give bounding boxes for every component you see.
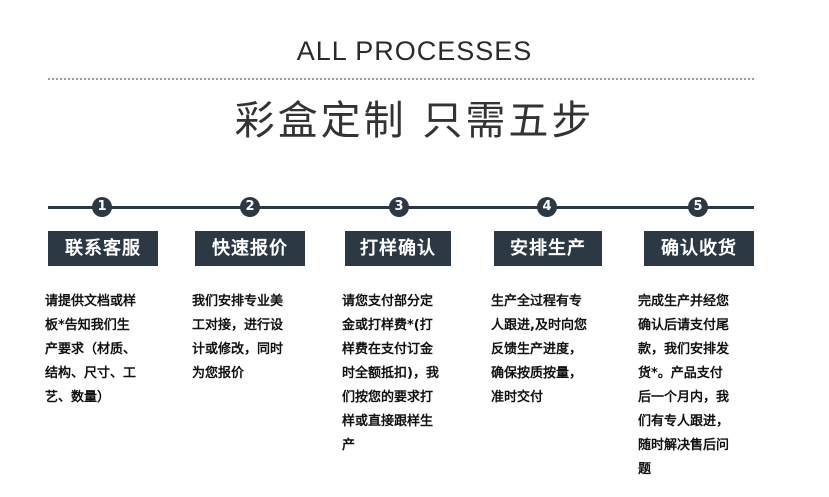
step-4-number-badge: 4 xyxy=(537,197,557,217)
step-3-number-badge: 3 xyxy=(389,197,409,217)
step-5-number-badge: 5 xyxy=(688,197,708,217)
step-3-description: 请您支付部分定 金或打样费*(打 样费在支付订金 时全额抵扣)，我 们按您的要求… xyxy=(342,294,439,453)
step-1-description: 请提供文档或样 板*告知我们生 产要求（材质、 结构、尺寸、工 艺、数量） xyxy=(45,294,137,405)
step-1-label: 联系客服 xyxy=(48,231,158,266)
step-5-label: 确认收货 xyxy=(644,231,754,266)
english-title: ALL PROCESSES xyxy=(296,36,533,66)
step-2-number-badge: 2 xyxy=(240,197,260,217)
step-3-label: 打样确认 xyxy=(345,231,451,266)
step-5-description: 完成生产并经您 确认后请支付尾 款，我们安排发 货*。产品支付 后一个月内，我 … xyxy=(638,294,730,477)
step-1-number-badge: 1 xyxy=(92,197,112,217)
step-2-description: 我们安排专业美 工对接，进行设 计或修改，同时 为您报价 xyxy=(192,294,284,381)
page-title: 彩盒定制 只需五步 xyxy=(234,98,595,144)
step-4-label: 安排生产 xyxy=(494,231,602,266)
dotted-divider xyxy=(48,78,754,80)
step-2-label: 快速报价 xyxy=(195,231,305,266)
step-4-description: 生产全过程有专 人跟进,及时向您 反馈生产进度， 确保按质按量， 准时交付 xyxy=(491,294,587,405)
